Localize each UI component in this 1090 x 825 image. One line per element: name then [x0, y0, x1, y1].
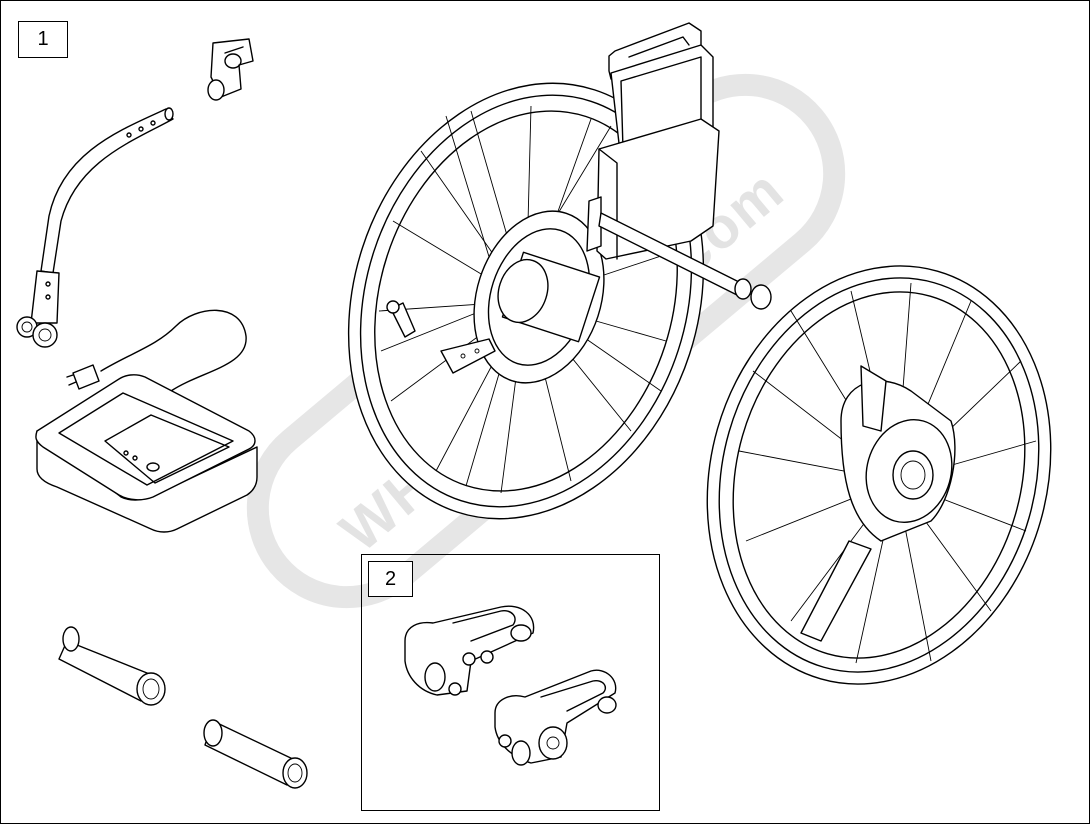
mounting-bracket-right: [494, 669, 617, 766]
battery-charger: [35, 309, 258, 533]
battery-pack: [586, 22, 772, 310]
callout-kit-2: 2: [368, 561, 413, 597]
inset-frame-kit-2: [361, 554, 660, 811]
power-assist-wheel-rear: [706, 265, 1052, 685]
clamp-bracket: [207, 38, 254, 101]
callout-kit-1: 1: [18, 21, 68, 58]
mounting-bracket-left: [404, 605, 535, 696]
bent-arm: [16, 107, 174, 348]
axle-tube-upper: [58, 626, 166, 706]
axle-tube-lower: [203, 719, 308, 789]
